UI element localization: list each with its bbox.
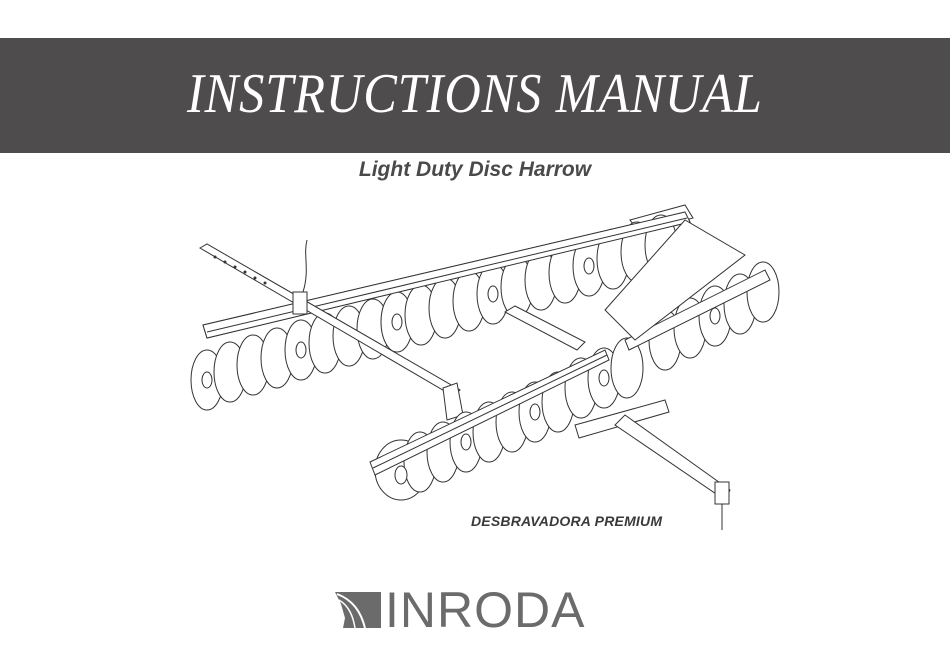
road-stripes-icon — [335, 592, 381, 629]
rear-gang — [190, 204, 694, 411]
title-banner: INSTRUCTIONS MANUAL — [0, 38, 950, 153]
page-title: INSTRUCTIONS MANUAL — [187, 62, 763, 125]
product-subtitle: Light Duty Disc Harrow — [358, 158, 592, 181]
brand-name: INRODA — [385, 582, 586, 638]
brand-logo: INRODA — [335, 582, 586, 638]
front-gang — [369, 219, 780, 501]
model-label: DESBRAVADORA PREMIUM — [471, 513, 663, 529]
adjustment-bar — [199, 239, 464, 421]
disc-harrow-illustration — [190, 204, 780, 530]
hitch — [574, 399, 731, 530]
